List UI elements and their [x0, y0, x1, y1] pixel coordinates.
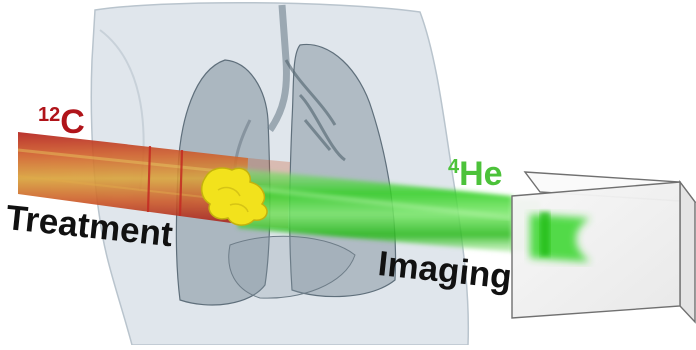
carbon-mass-number: 12 [38, 104, 60, 126]
helium-symbol: He [459, 155, 502, 193]
carbon-symbol: C [60, 103, 85, 141]
detector-box-icon [512, 172, 695, 322]
helium-mass-number: 4 [448, 156, 459, 178]
helium-ion-label: 4He [448, 150, 503, 191]
carbon-ion-label: 12C [38, 98, 85, 139]
